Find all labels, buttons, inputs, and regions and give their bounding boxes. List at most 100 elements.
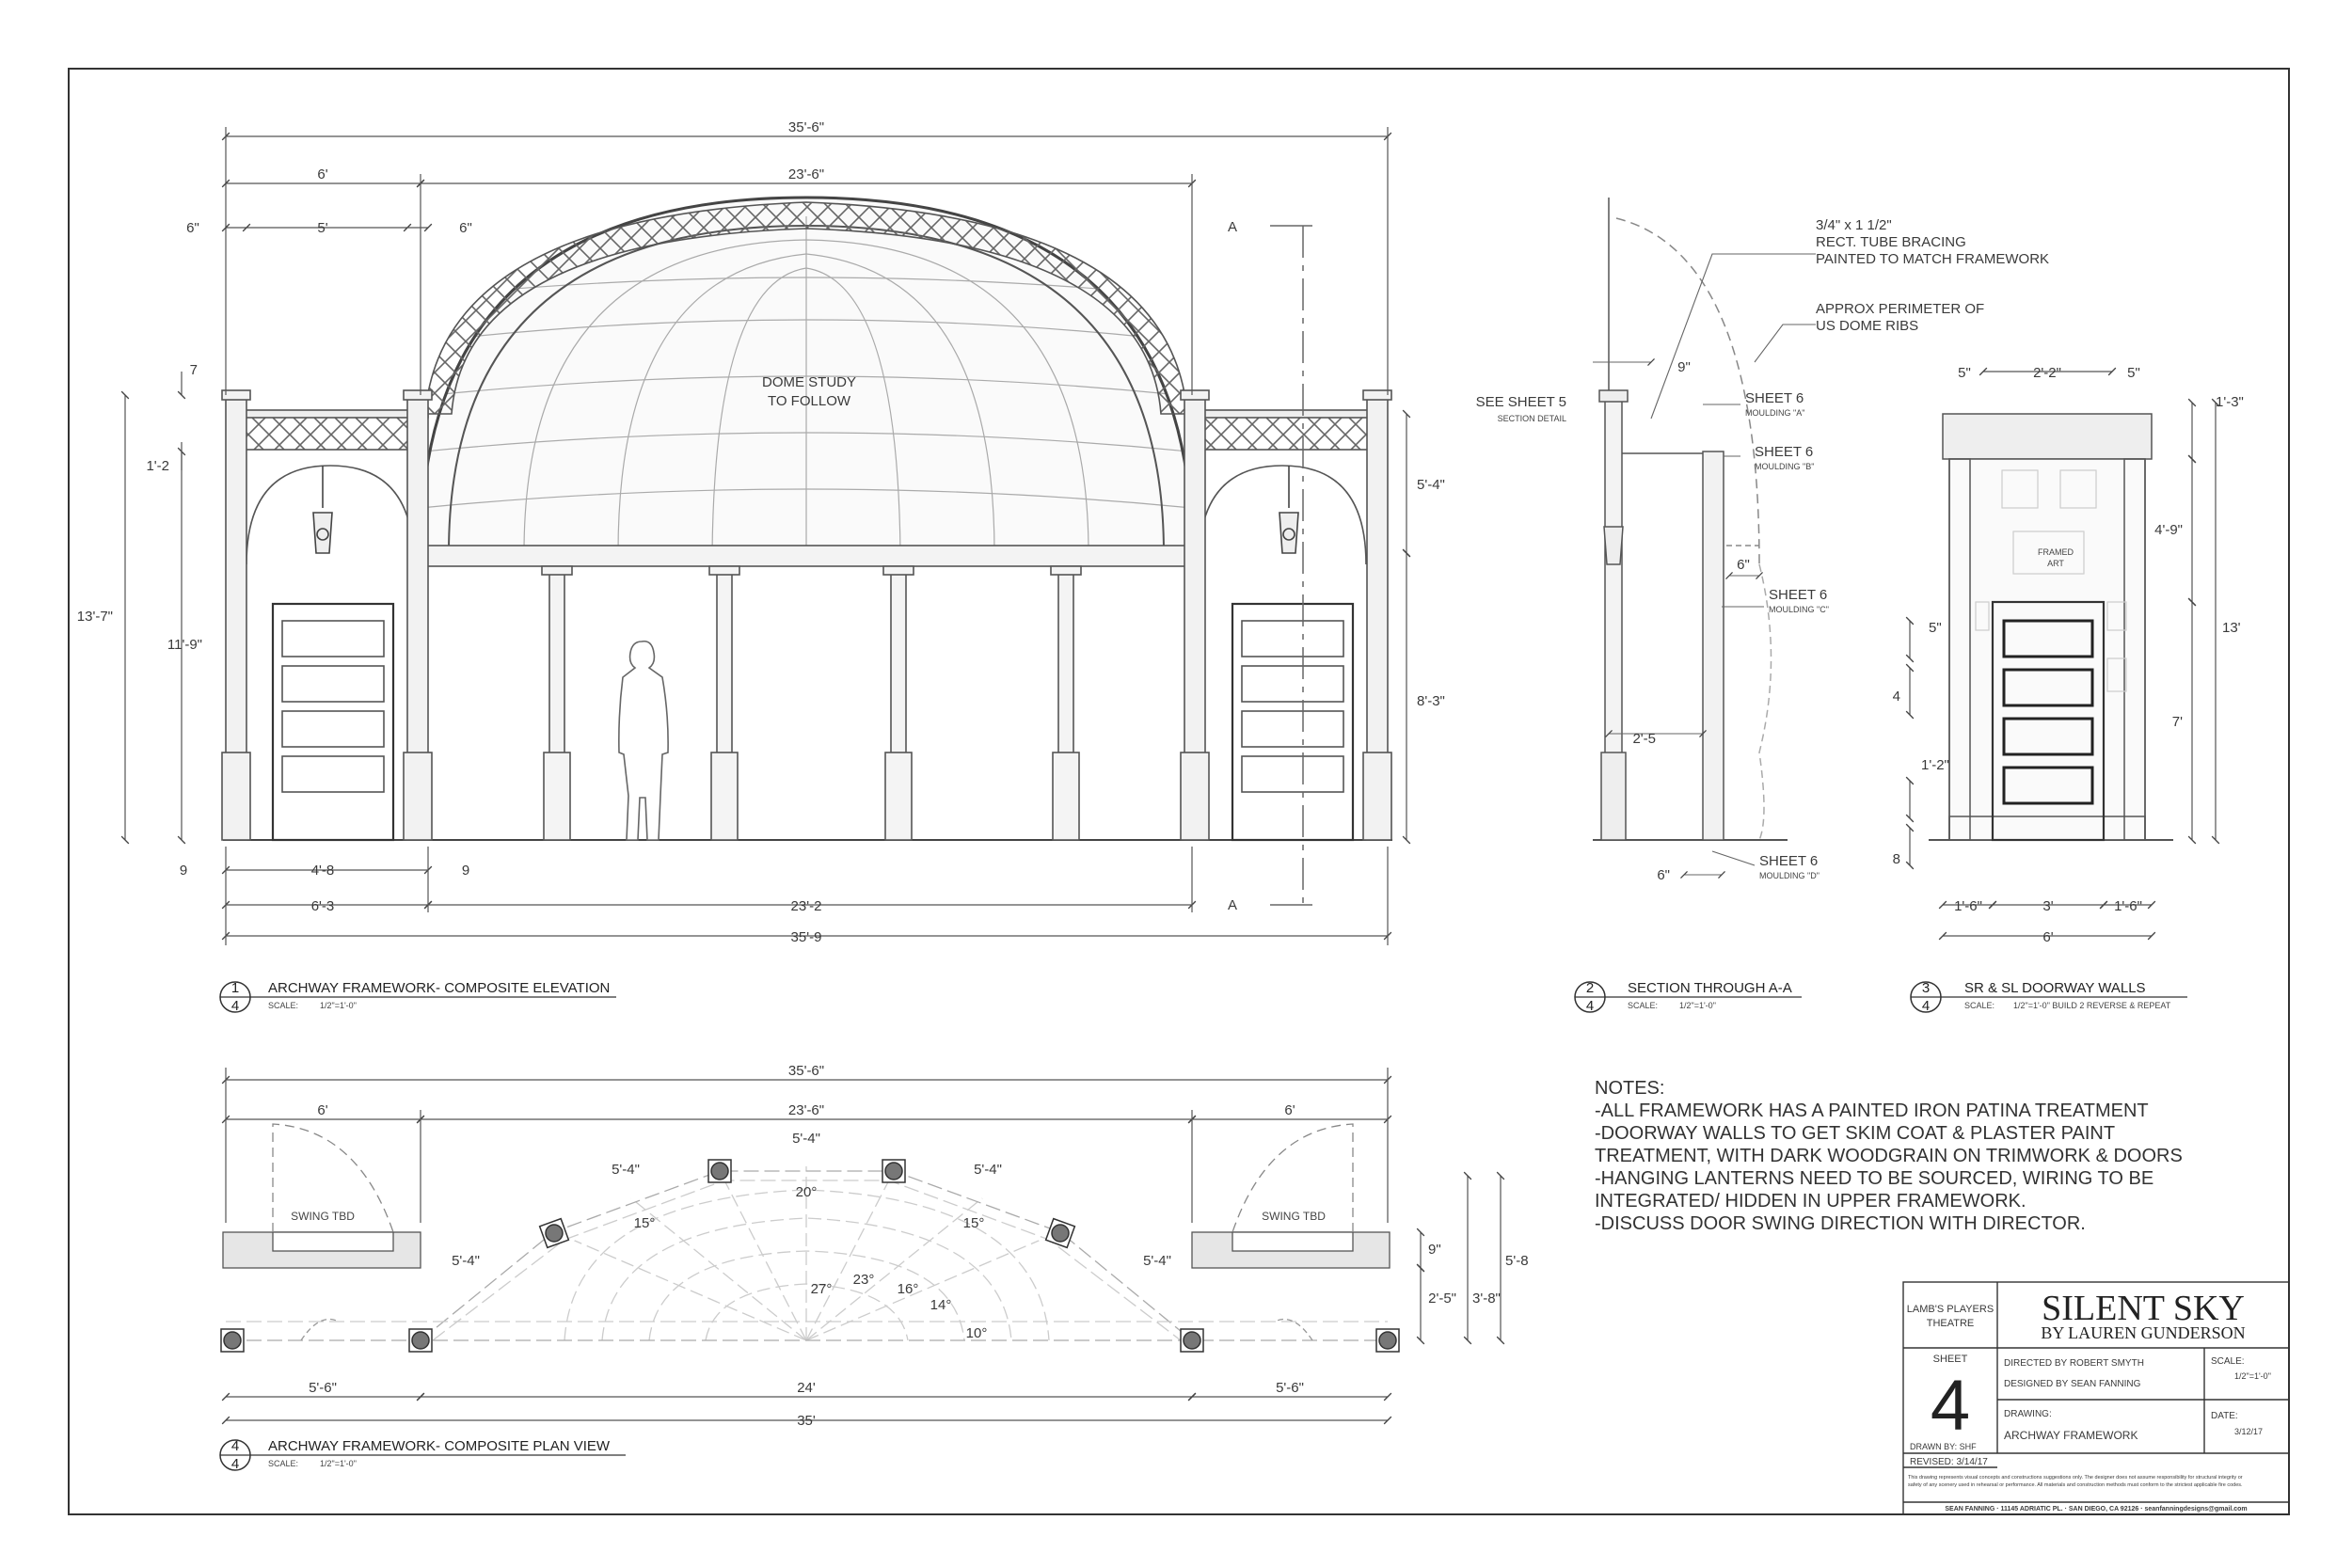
svg-text:ARCHWAY FRAMEWORK- COMPOSITE P: ARCHWAY FRAMEWORK- COMPOSITE PLAN VIEW	[268, 1438, 611, 1454]
svg-text:3': 3'	[2042, 898, 2053, 914]
svg-text:2'-2": 2'-2"	[2033, 365, 2061, 381]
dim-1-2: 1'-2	[146, 458, 169, 474]
svg-text:safety of any scenery used in: safety of any scenery used in rehearsal …	[1908, 1482, 2243, 1488]
svg-text:-DOORWAY WALLS TO GET SKIM COA: -DOORWAY WALLS TO GET SKIM COAT & PLASTE…	[1595, 1123, 2115, 1144]
svg-text:1/2"=1'-0" BUILD 2 REVERSE & R: 1/2"=1'-0" BUILD 2 REVERSE & REPEAT	[2013, 1001, 2171, 1010]
svg-text:8: 8	[1893, 851, 1900, 867]
svg-text:-DISCUSS DOOR SWING DIRECTION: -DISCUSS DOOR SWING DIRECTION WITH DIREC…	[1595, 1213, 2086, 1234]
svg-text:2'-5: 2'-5	[1632, 731, 1656, 747]
svg-text:35'-6": 35'-6"	[788, 1063, 824, 1079]
svg-text:DESIGNED BY SEAN FANNING: DESIGNED BY SEAN FANNING	[2004, 1379, 2141, 1389]
svg-text:THEATRE: THEATRE	[1927, 1318, 1975, 1329]
svg-text:23'-6": 23'-6"	[788, 1102, 824, 1118]
svg-text:5'-8: 5'-8	[1505, 1253, 1529, 1269]
svg-text:4'-9": 4'-9"	[2154, 522, 2183, 538]
svg-text:3/12/17: 3/12/17	[2234, 1427, 2263, 1436]
elevation-dimension-text: 35'-6" 6' 23'-6" 6" 5' 6" 7 1'-2 13'-7" …	[77, 119, 1445, 945]
caption-elevation: 1 4 ARCHWAY FRAMEWORK- COMPOSITE ELEVATI…	[219, 980, 616, 1014]
svg-text:6": 6"	[1657, 867, 1670, 883]
svg-text:5'-6": 5'-6"	[1276, 1380, 1304, 1396]
svg-text:5": 5"	[1958, 365, 1971, 381]
svg-text:5'-4": 5'-4"	[974, 1162, 1002, 1178]
svg-text:4: 4	[1586, 998, 1594, 1014]
section-text: 3/4" x 1 1/2" RECT. TUBE BRACING PAINTED…	[1476, 217, 2050, 883]
svg-text:ARCHWAY FRAMEWORK- COMPOSITE E: ARCHWAY FRAMEWORK- COMPOSITE ELEVATION	[268, 980, 610, 996]
dim-35-9: 35'-9	[791, 929, 822, 945]
dim-overall: 35'-6"	[788, 119, 824, 135]
svg-text:SEE SHEET 5: SEE SHEET 5	[1476, 394, 1566, 410]
sheet-border	[68, 68, 2290, 1515]
svg-text:6': 6'	[2042, 929, 2053, 945]
svg-text:9": 9"	[1428, 1242, 1441, 1258]
svg-text:3'-8": 3'-8"	[1472, 1291, 1501, 1307]
svg-text:5'-4": 5'-4"	[452, 1253, 480, 1269]
svg-text:2: 2	[1586, 980, 1594, 996]
dome-note-2: TO FOLLOW	[768, 393, 851, 409]
svg-text:SWING TBD: SWING TBD	[291, 1210, 355, 1223]
svg-text:ART: ART	[2047, 559, 2064, 568]
caption-plan: 4 4 ARCHWAY FRAMEWORK- COMPOSITE PLAN VI…	[219, 1438, 626, 1472]
svg-text:14°: 14°	[930, 1297, 952, 1313]
svg-text:20°: 20°	[796, 1184, 818, 1200]
svg-text:SHEET: SHEET	[1933, 1354, 1968, 1365]
svg-text:RECT. TUBE BRACING: RECT. TUBE BRACING	[1816, 234, 1966, 250]
svg-text:SECTION THROUGH A-A: SECTION THROUGH A-A	[1628, 980, 1792, 996]
svg-text:-ALL FRAMEWORK HAS A PAINTED I: -ALL FRAMEWORK HAS A PAINTED IRON PATINA…	[1595, 1101, 2149, 1121]
svg-text:13': 13'	[2222, 620, 2241, 636]
sheet-number: 4	[1931, 1366, 1970, 1446]
svg-text:SWING TBD: SWING TBD	[1262, 1210, 1326, 1223]
svg-text:PAINTED TO MATCH FRAMEWORK: PAINTED TO MATCH FRAMEWORK	[1816, 251, 2049, 267]
composite-plan-view	[222, 1123, 1391, 1341]
svg-text:MOULDING "B": MOULDING "B"	[1755, 462, 1814, 471]
dim-6-3: 6'-3	[311, 898, 335, 914]
svg-text:SCALE:: SCALE:	[268, 1459, 298, 1468]
svg-text:SCALE:: SCALE:	[2211, 1356, 2245, 1367]
dim-5-4: 5'-4"	[1417, 477, 1445, 493]
svg-text:DRAWING:: DRAWING:	[2004, 1409, 2052, 1419]
title-block-text: LAMB'S PLAYERS THEATRE SILENT SKY BY LAU…	[1907, 1289, 2271, 1513]
svg-text:MOULDING "D": MOULDING "D"	[1759, 871, 1820, 880]
dim-9a: 9	[180, 863, 187, 879]
svg-text:5'-4": 5'-4"	[792, 1131, 820, 1147]
svg-text:5": 5"	[2127, 365, 2140, 381]
dome-note-1: DOME STUDY	[762, 374, 856, 390]
show-title: SILENT SKY	[2042, 1289, 2245, 1328]
svg-text:ARCHWAY FRAMEWORK: ARCHWAY FRAMEWORK	[2004, 1429, 2137, 1442]
section-leaders	[1593, 253, 1816, 879]
svg-text:9": 9"	[1677, 359, 1691, 375]
svg-text:1/2"=1'-0": 1/2"=1'-0"	[2234, 1371, 2271, 1381]
dim-6b: 6"	[459, 220, 472, 236]
svg-text:SECTION DETAIL: SECTION DETAIL	[1498, 414, 1566, 423]
svg-text:4: 4	[1893, 689, 1900, 705]
svg-text:2'-5": 2'-5"	[1428, 1291, 1456, 1307]
composite-elevation	[221, 196, 1392, 906]
svg-text:NOTES:: NOTES:	[1595, 1078, 1664, 1099]
svg-text:SCALE:: SCALE:	[268, 1001, 298, 1010]
svg-text:6': 6'	[317, 1102, 327, 1118]
svg-text:1/2"=1'-0": 1/2"=1'-0"	[320, 1459, 357, 1468]
dim-6a: 6"	[186, 220, 199, 236]
svg-text:4: 4	[1922, 998, 1930, 1014]
svg-text:LAMB'S PLAYERS: LAMB'S PLAYERS	[1907, 1304, 1994, 1315]
svg-text:5": 5"	[1929, 620, 1942, 636]
caption-doorway: 3 4 SR & SL DOORWAY WALLS SCALE: 1/2"=1'…	[1910, 980, 2187, 1014]
svg-text:SHEET 6: SHEET 6	[1759, 853, 1818, 869]
dim-23-2: 23'-2	[791, 898, 822, 914]
svg-text:5'-4": 5'-4"	[1143, 1253, 1171, 1269]
svg-text:1: 1	[231, 980, 239, 996]
caption-section: 2 4 SECTION THROUGH A-A SCALE: 1/2"=1'-0…	[1574, 980, 1802, 1014]
title-block	[1902, 1281, 2290, 1515]
doorway-text: 5" 2'-2" 5" 1'-3" 4'-9" 13' 7' 5" 4 1'-2…	[1893, 365, 2244, 945]
elevation-dimensions	[120, 127, 1411, 945]
dim-left-bay: 6'	[317, 166, 327, 182]
svg-text:24': 24'	[797, 1380, 816, 1396]
svg-text:SR & SL DOORWAY WALLS: SR & SL DOORWAY WALLS	[1964, 980, 2146, 996]
section-mark-top: A	[1228, 219, 1237, 235]
svg-text:4: 4	[231, 1438, 239, 1454]
svg-text:SHEET 6: SHEET 6	[1769, 587, 1827, 603]
svg-text:16°: 16°	[898, 1281, 919, 1297]
svg-text:1'-6": 1'-6"	[1954, 898, 1982, 914]
svg-text:-HANGING LANTERNS NEED TO BE S: -HANGING LANTERNS NEED TO BE SOURCED, WI…	[1595, 1168, 2153, 1189]
section-through-a-a	[1593, 198, 1788, 841]
svg-text:SHEET 6: SHEET 6	[1755, 444, 1813, 460]
